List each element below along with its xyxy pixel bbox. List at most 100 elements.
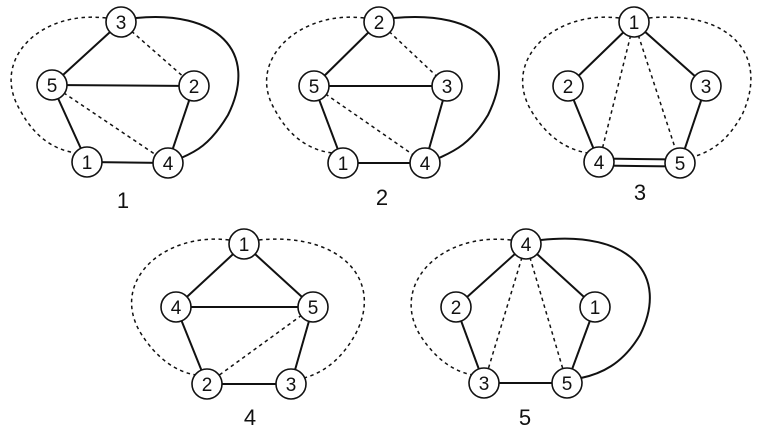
graph-node: 1 [618, 6, 650, 38]
graph-edge [258, 238, 366, 379]
graph-node-label: 4 [521, 235, 532, 256]
graph-edge [521, 16, 620, 154]
graph-node: 4 [510, 228, 542, 260]
graph-node: 5 [664, 147, 696, 179]
graph-node-label: 5 [562, 374, 573, 395]
graph-node: 1 [327, 147, 359, 179]
graph-edge [525, 243, 568, 384]
graph-node-circle [583, 146, 615, 178]
graph-edge [598, 21, 635, 163]
graph-node: 4 [583, 146, 615, 178]
panel-caption: 4 [244, 405, 256, 430]
graph-edge [483, 243, 527, 384]
graph-node-label: 1 [629, 13, 640, 34]
graph-node: 3 [690, 70, 722, 102]
graph-node: 2 [363, 6, 395, 38]
graph-node: 3 [431, 70, 463, 102]
graph-node-circle [105, 6, 137, 38]
graph-edge [130, 238, 230, 376]
graph-node-label: 3 [286, 375, 297, 396]
graph-node-circle [431, 70, 463, 102]
graph-node: 3 [275, 368, 307, 400]
graph-node: 4 [409, 147, 441, 179]
graph-node: 4 [152, 147, 184, 179]
graph-node-circle [440, 291, 472, 323]
graph-node-circle [275, 368, 307, 400]
graph-node-label: 4 [420, 154, 431, 175]
graph-edge [206, 306, 314, 385]
graph-edge [393, 16, 500, 159]
graph-node-circle [178, 70, 210, 102]
graph-node-circle [552, 70, 584, 102]
graph-node-circle [297, 291, 329, 323]
graph-node: 5 [298, 70, 330, 102]
graph-node: 5 [551, 367, 583, 399]
graph-edge [10, 16, 107, 154]
graph-node-circle [551, 367, 583, 399]
graph-edge [633, 21, 707, 87]
graph-node-label: 4 [594, 153, 605, 174]
graph-node-circle [36, 69, 68, 101]
graph-node: 5 [36, 69, 68, 101]
graph-node-label: 3 [116, 13, 127, 34]
graph-node: 2 [191, 368, 223, 400]
graph-panel-2: 2 5 3 1 4 2 [265, 6, 500, 210]
graph-node-label: 1 [590, 298, 601, 319]
graph-node-label: 2 [189, 77, 200, 98]
graph-edge [51, 84, 169, 164]
graph-edge [135, 16, 240, 159]
graph-node: 4 [160, 291, 192, 323]
graph-node-label: 2 [374, 13, 385, 34]
graph-node: 3 [105, 6, 137, 38]
graph-edge [51, 84, 195, 87]
graph-edge [540, 237, 651, 379]
graph-node-label: 4 [163, 154, 174, 175]
graph-node-label: 3 [701, 77, 712, 98]
graph-node-circle [510, 228, 542, 260]
graph-node: 3 [468, 367, 500, 399]
graph-node-circle [363, 6, 395, 38]
graph-edge [648, 16, 752, 158]
graph-node: 5 [297, 291, 329, 323]
graph-edge [265, 16, 365, 154]
graph-node: 2 [440, 291, 472, 323]
graph-node-circle [298, 70, 330, 102]
graph-node-label: 1 [239, 235, 250, 256]
graph-node-circle [160, 291, 192, 323]
graph-node-label: 3 [479, 374, 490, 395]
graph-panel-4: 1 4 5 2 3 4 [130, 228, 366, 430]
graph-node: 1 [71, 146, 103, 178]
graph-node-label: 4 [171, 298, 182, 319]
graph-node: 2 [178, 70, 210, 102]
graph-node-label: 5 [309, 77, 320, 98]
graph-node-label: 5 [47, 76, 58, 97]
graph-node-label: 5 [675, 154, 686, 175]
graph-node: 2 [552, 70, 584, 102]
panel-caption: 5 [519, 405, 531, 430]
graph-node-circle [618, 6, 650, 38]
panel-caption: 2 [376, 185, 388, 210]
graph-edge [120, 21, 195, 87]
graph-node-circle [690, 70, 722, 102]
graph-node-label: 1 [338, 154, 349, 175]
graph-panel-5: 4 2 1 3 5 5 [410, 228, 651, 430]
graph-node: 1 [228, 228, 260, 260]
graph-node-circle [191, 368, 223, 400]
graph-node-circle [579, 291, 611, 323]
panel-caption: 1 [117, 188, 129, 213]
graph-node: 1 [579, 291, 611, 323]
graph-node-label: 2 [202, 375, 213, 396]
graph-node-circle [409, 147, 441, 179]
graph-node-circle [228, 228, 260, 260]
graph-node-label: 3 [442, 77, 453, 98]
graph-node-label: 5 [308, 298, 319, 319]
graph-node-label: 2 [563, 77, 574, 98]
graph-node-label: 1 [82, 153, 93, 174]
graph-panel-1: 3 5 2 1 4 1 [10, 6, 240, 213]
graph-node-circle [152, 147, 184, 179]
graph-node-circle [468, 367, 500, 399]
graph-node-circle [327, 147, 359, 179]
